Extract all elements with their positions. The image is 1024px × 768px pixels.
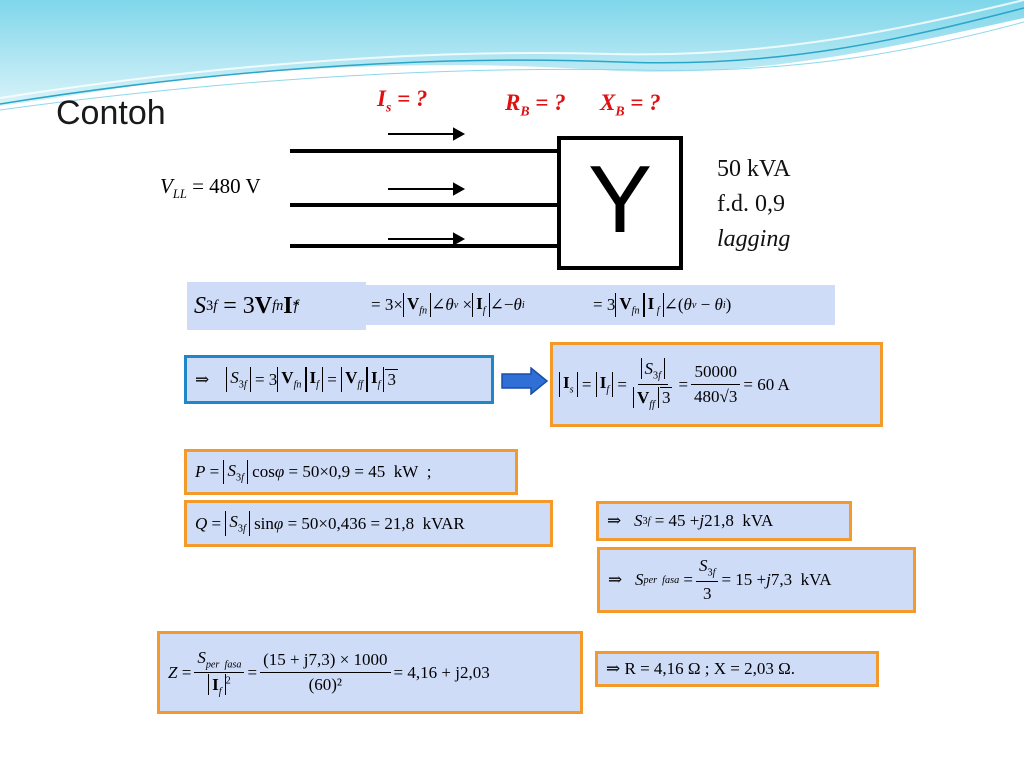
given-power: 50 kVA bbox=[717, 156, 791, 182]
given-lagging: lagging bbox=[717, 226, 791, 252]
line-voltage-label: VLL = 480 V bbox=[160, 174, 261, 202]
eq-result-r-x: ⇒ R = 4,16 Ω ; X = 2,03 Ω. bbox=[595, 651, 879, 687]
current-unknown-label: Is = ? bbox=[377, 86, 428, 115]
header-wave-decoration bbox=[0, 0, 1024, 111]
given-data: 50 kVA f.d. 0,9 lagging bbox=[717, 152, 791, 257]
slide-title: Contoh bbox=[56, 94, 166, 132]
three-phase-lines bbox=[290, 127, 560, 248]
given-power-factor: f.d. 0,9 bbox=[717, 191, 785, 217]
reactance-unknown-label: XB = ? bbox=[600, 90, 661, 119]
wye-symbol: Y bbox=[587, 146, 653, 253]
wye-load-box: Y bbox=[557, 136, 683, 270]
current-arrow-icon bbox=[388, 127, 466, 246]
implies-arrow-icon bbox=[501, 367, 549, 395]
resistance-unknown-label: RB = ? bbox=[505, 90, 566, 119]
